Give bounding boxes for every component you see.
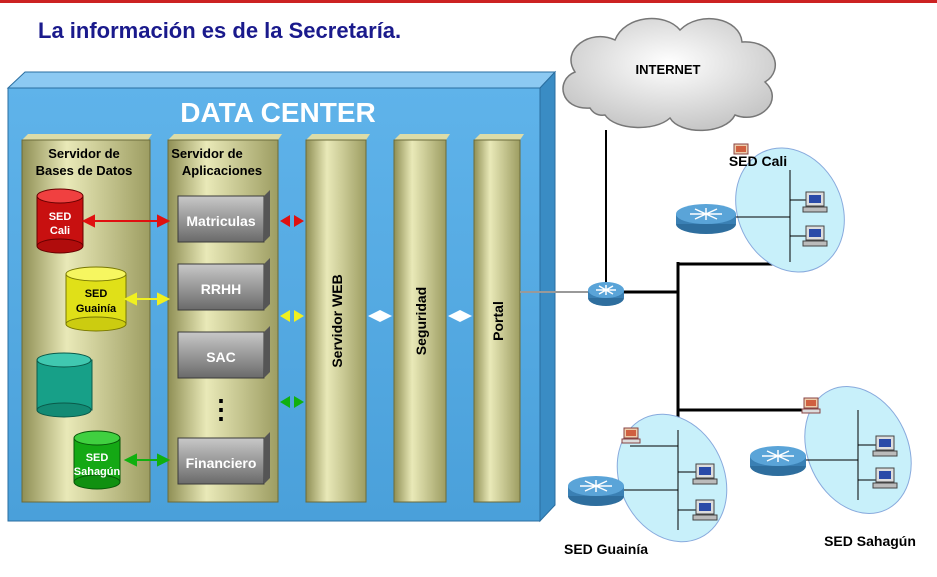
db-sed-sahagun [73,430,121,490]
slide-title: La información es de la Secretaría. [38,18,402,43]
db-label: Sahagún [74,466,121,478]
db-sed-cali [36,188,84,254]
arrow-yellow-app-web [280,310,304,322]
arrow-yellow-db-app [123,292,171,306]
site-label-sahagun: SED Sahagún [824,533,916,549]
column-portal [473,134,524,503]
app-box-sac [177,326,270,379]
arrow-green-db-app [123,453,171,467]
computer-icon [692,463,718,485]
arrow-web-seguridad [368,310,392,322]
data-center-label: DATA CENTER [180,97,375,128]
app-label: RRHH [201,281,241,297]
column-label-seguridad: Seguridad [413,287,429,355]
app-label: Financiero [186,455,257,471]
computer-icon [801,397,821,414]
app-server-label-line1: Servidor de [171,146,243,161]
db-label: SED [85,288,108,300]
app-ellipsis: ⋮ [208,394,234,424]
db-label: SED [49,211,72,223]
arrow-red-db-app [81,214,171,228]
app-box-matriculas [177,190,270,243]
db-label: Cali [50,225,70,237]
router-icon [676,204,736,234]
column-label-portal: Portal [490,301,506,341]
computer-icon [621,427,641,444]
internet-cloud [562,17,776,132]
db-unlabeled [36,352,93,418]
app-box-financiero [177,432,270,485]
computer-icon [802,191,828,213]
arrow-green-app-web [280,396,304,408]
site-sed-guainia [568,413,728,543]
computer-icon [872,435,898,457]
site-sed-cali [676,143,845,273]
site-sed-sahagun [750,386,912,514]
db-label: Guainía [76,303,117,315]
top-border [0,0,937,3]
internet-label: INTERNET [636,62,701,77]
router-icon [750,446,806,476]
column-label-web: Servidor WEB [329,274,345,367]
app-box-rrhh [177,258,270,311]
router-icon [588,282,624,306]
db-server-label-line2: Bases de Datos [36,163,133,178]
column-servidor-web [305,134,370,503]
arrow-seguridad-portal [448,310,472,322]
app-label: Matriculas [186,213,255,229]
computer-icon [692,499,718,521]
computer-icon [733,143,749,155]
arrow-red-app-web [280,215,304,227]
app-server-label-line2: Aplicaciones [182,163,262,178]
db-server-label-line1: Servidor de [48,146,120,161]
db-label: SED [86,452,109,464]
column-seguridad [393,134,450,503]
computer-icon [802,225,828,247]
computer-icon [872,467,898,489]
site-label-cali: SED Cali [729,153,787,169]
router-icon [568,476,624,506]
app-label: SAC [206,349,236,365]
site-label-guainia: SED Guainía [564,541,648,557]
